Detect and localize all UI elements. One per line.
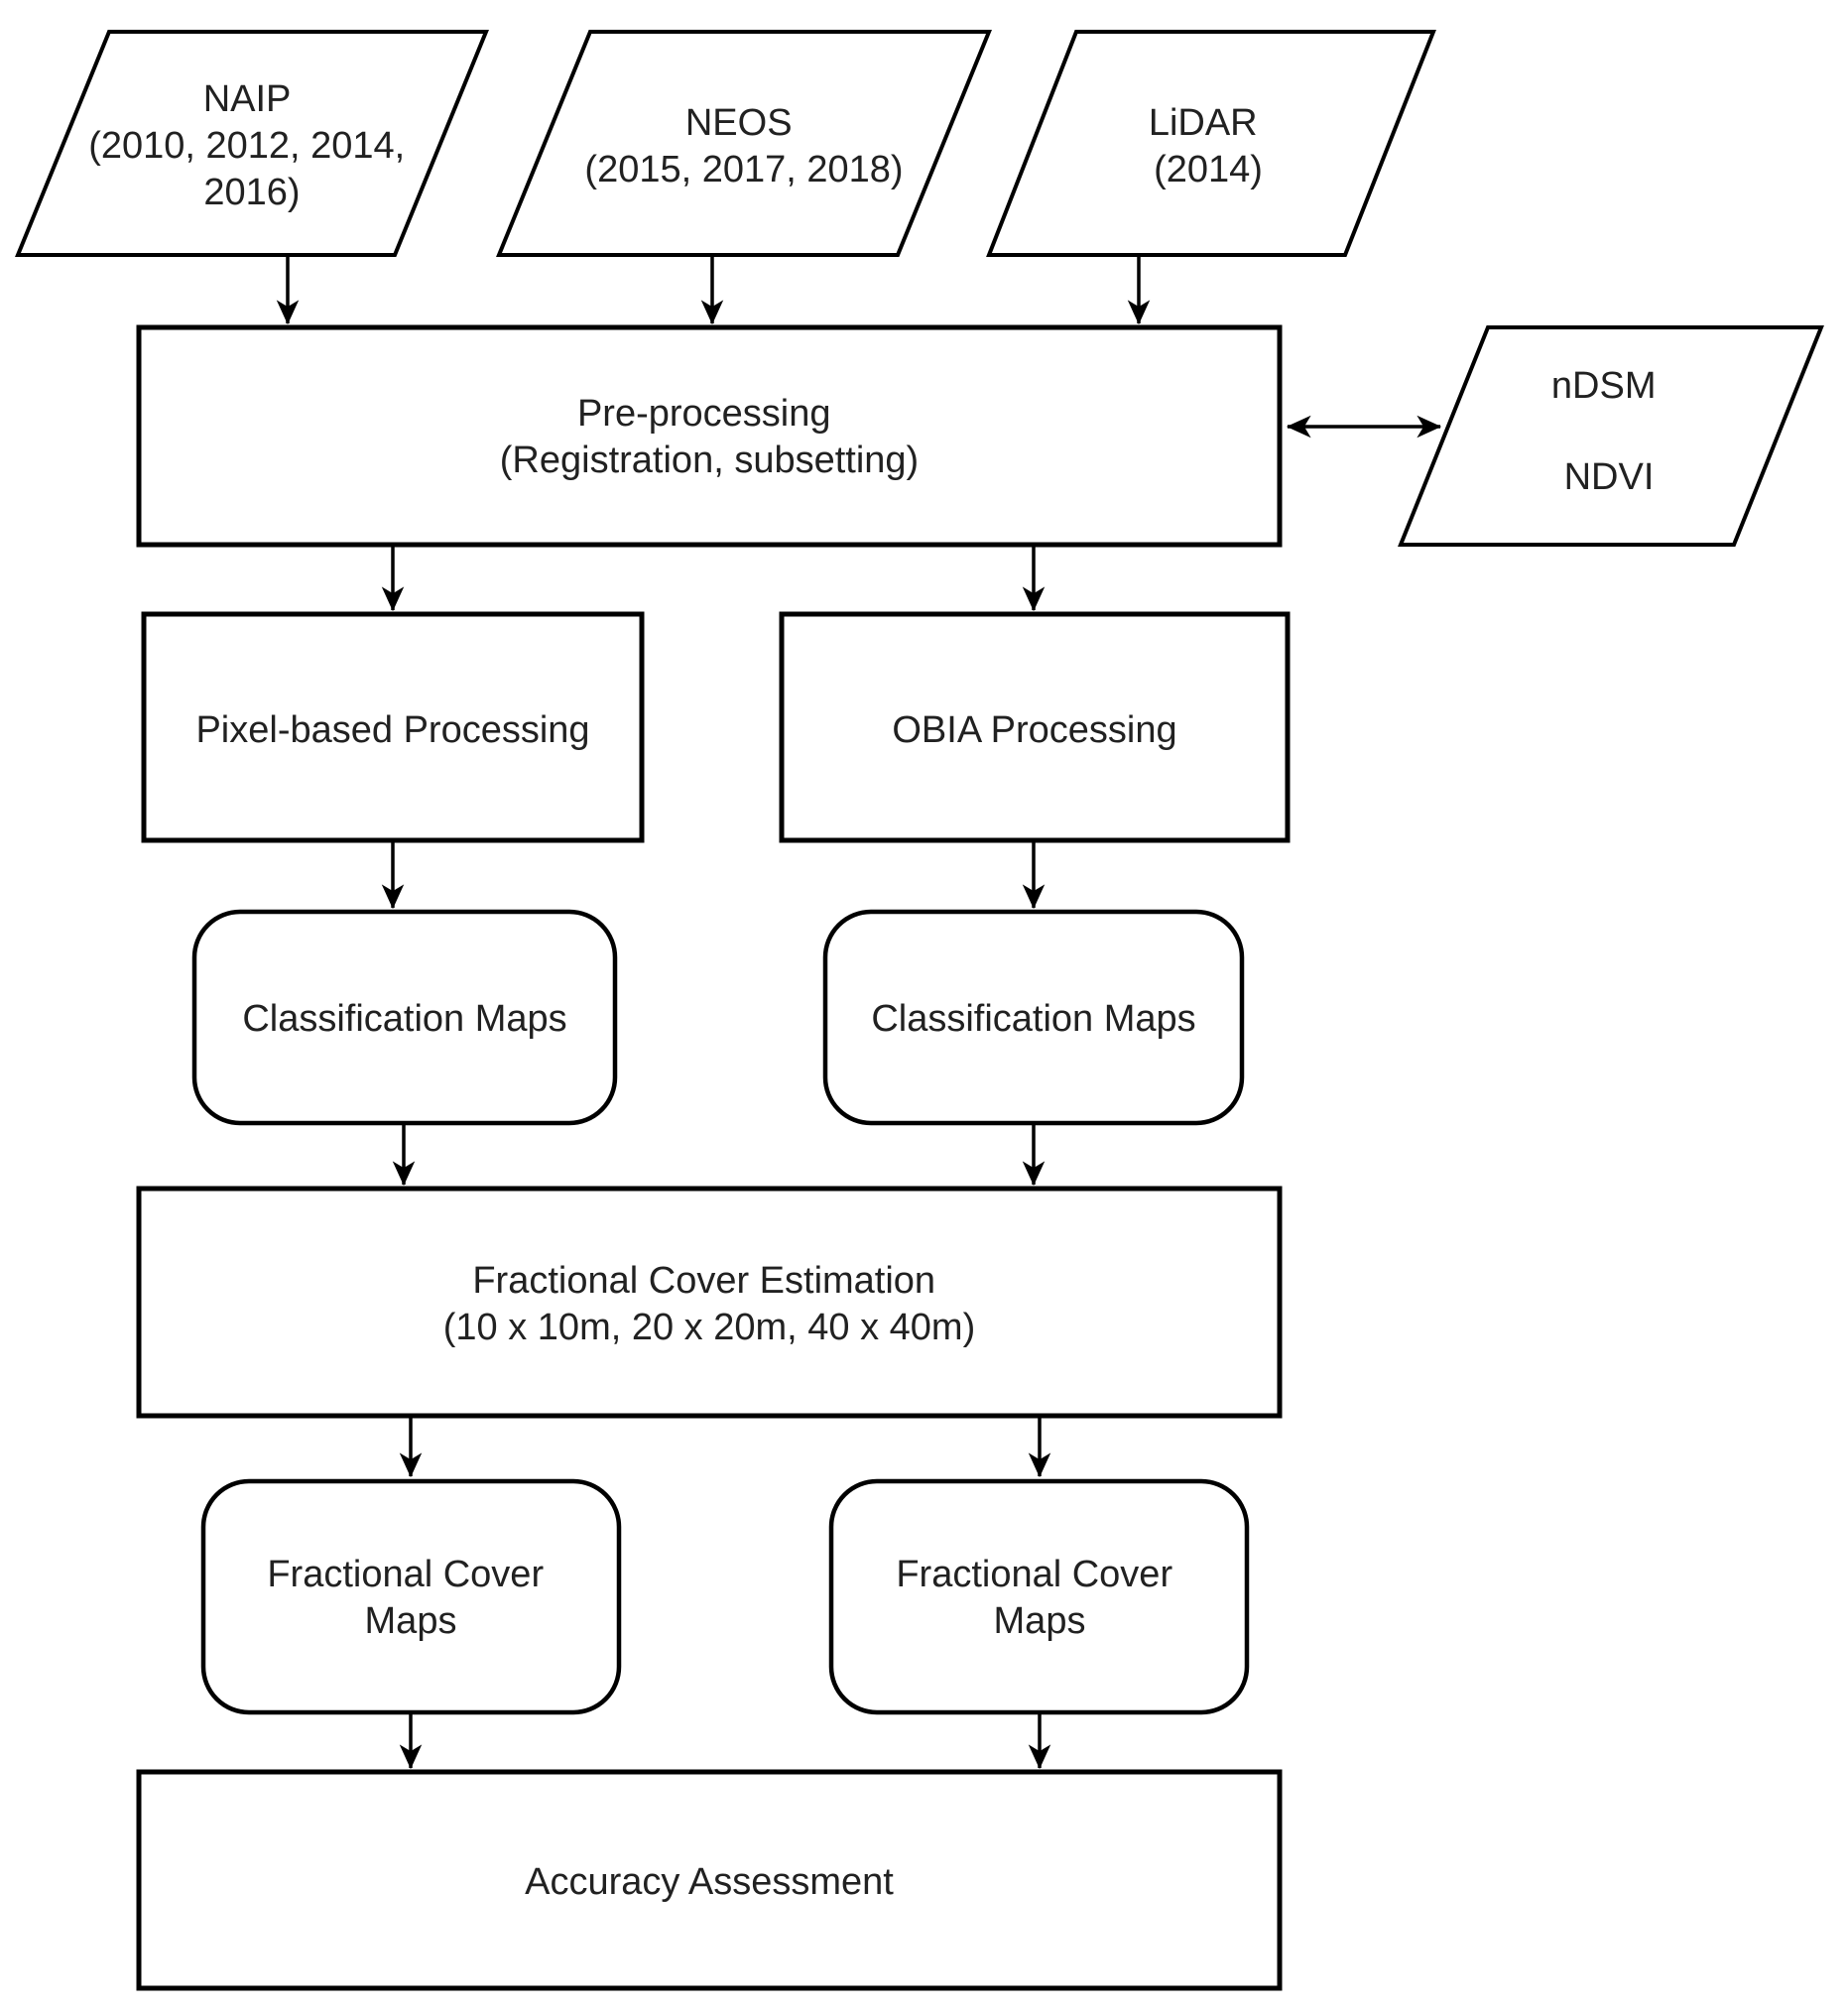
node-accuracy-assessment: Accuracy Assessment — [136, 1769, 1283, 1991]
naip-label: NAIP (2010, 2012, 2014, 2016) — [88, 78, 416, 213]
node-naip: NAIP (2010, 2012, 2014, 2016) — [15, 30, 489, 257]
label-line: nDSM — [1551, 365, 1657, 407]
classification-maps-right-label: Classification Maps — [871, 998, 1195, 1040]
obia-processing-shape — [779, 611, 1291, 843]
label-line: LiDAR — [1149, 102, 1258, 144]
lidar-label: LiDAR (2014) — [1149, 102, 1268, 190]
obia-processing-label: OBIA Processing — [892, 709, 1176, 751]
node-fractional-cover-estimation: Fractional Cover Estimation (10 x 10m, 2… — [136, 1186, 1283, 1419]
preprocessing-label: Pre-processing (Registration, subsetting… — [500, 393, 919, 481]
node-classification-maps-left: Classification Maps — [191, 909, 618, 1126]
accuracy-assessment-shape — [136, 1769, 1283, 1991]
label-line: (2014) — [1154, 149, 1263, 190]
node-lidar: LiDAR (2014) — [986, 30, 1436, 257]
fractional-cover-maps-left-label: Fractional Cover Maps — [267, 1554, 554, 1642]
classification-maps-left-label: Classification Maps — [242, 998, 566, 1040]
label-line: Pre-processing — [577, 393, 831, 435]
label-line: NEOS — [685, 102, 793, 144]
node-obia-processing: OBIA Processing — [779, 611, 1291, 843]
label-line: Maps — [994, 1600, 1086, 1642]
label-line: Classification Maps — [242, 998, 566, 1040]
label-line: Fractional Cover — [896, 1554, 1172, 1595]
node-fractional-cover-maps-right: Fractional Cover Maps — [828, 1478, 1250, 1715]
node-ndsm-ndvi: nDSM NDVI — [1398, 325, 1824, 547]
node-fractional-cover-maps-left: Fractional Cover Maps — [200, 1478, 622, 1715]
neos-label: NEOS (2015, 2017, 2018) — [584, 102, 903, 190]
lidar-shape — [986, 30, 1436, 257]
label-line: NAIP — [203, 78, 291, 120]
accuracy-assessment-label: Accuracy Assessment — [525, 1861, 894, 1903]
label-line: Fractional Cover — [267, 1554, 544, 1595]
node-neos: NEOS (2015, 2017, 2018) — [496, 30, 992, 257]
label-line: NDVI — [1564, 456, 1655, 498]
label-line: (2015, 2017, 2018) — [584, 149, 903, 190]
fractional-cover-estimation-shape — [136, 1186, 1283, 1419]
label-line: OBIA Processing — [892, 709, 1176, 751]
fractional-cover-maps-right-shape — [828, 1478, 1250, 1715]
label-line: (10 x 10m, 20 x 20m, 40 x 40m) — [443, 1307, 975, 1348]
neos-shape — [496, 30, 992, 257]
label-line: Maps — [365, 1600, 457, 1642]
naip-shape — [15, 30, 489, 257]
label-line: (2010, 2012, 2014, — [88, 125, 405, 167]
classification-maps-left-shape — [191, 909, 618, 1126]
label-line: Classification Maps — [871, 998, 1195, 1040]
fractional-cover-maps-right-label: Fractional Cover Maps — [896, 1554, 1182, 1642]
classification-maps-right-shape — [822, 909, 1245, 1126]
node-preprocessing: Pre-processing (Registration, subsetting… — [136, 324, 1283, 548]
fractional-cover-maps-left-shape — [200, 1478, 622, 1715]
ndsm-ndvi-label: nDSM NDVI — [1551, 365, 1666, 498]
node-classification-maps-right: Classification Maps — [822, 909, 1245, 1126]
ndsm-ndvi-shape — [1398, 325, 1824, 547]
label-line: 2016) — [203, 172, 300, 213]
pixel-processing-shape — [141, 611, 645, 843]
preprocessing-shape — [136, 324, 1283, 548]
edge-group — [276, 257, 1442, 1770]
node-pixel-processing: Pixel-based Processing — [141, 611, 645, 843]
fractional-cover-estimation-label: Fractional Cover Estimation (10 x 10m, 2… — [443, 1260, 975, 1348]
label-line: Accuracy Assessment — [525, 1861, 894, 1903]
label-line: Pixel-based Processing — [195, 709, 589, 751]
label-line: Fractional Cover Estimation — [472, 1260, 935, 1302]
label-line: (Registration, subsetting) — [500, 440, 919, 481]
pixel-processing-label: Pixel-based Processing — [195, 709, 589, 751]
